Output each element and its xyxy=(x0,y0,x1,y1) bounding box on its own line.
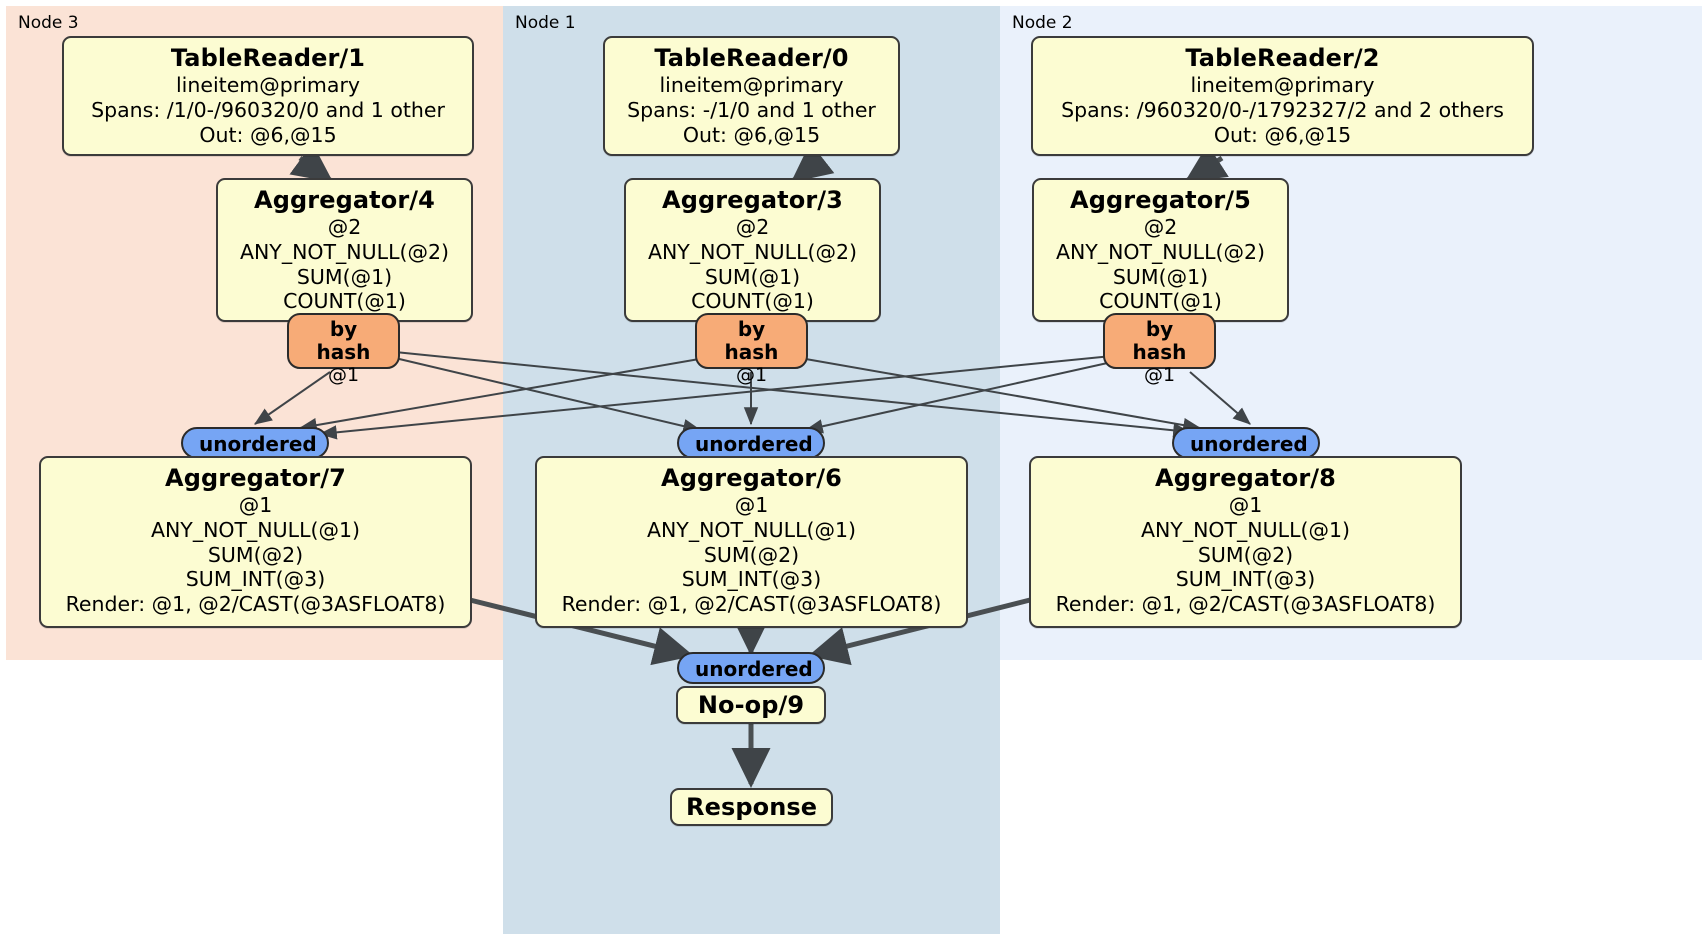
ordering-badge-aggregator-6[interactable]: unordered xyxy=(677,427,825,459)
processor-detail-line: Spans: -/1/0 and 1 other xyxy=(627,97,876,122)
hash-router-label: by hash xyxy=(724,317,779,365)
processor-detail-line: SUM(@2) xyxy=(703,542,800,567)
processor-detail-line: Spans: /1/0-/960320/0 and 1 other xyxy=(91,97,445,122)
processor-tablereader-2[interactable]: TableReader/2 lineitem@primary Spans: /9… xyxy=(1031,36,1534,156)
processor-title: No-op/9 xyxy=(697,691,805,719)
processor-detail-line: Render: @1, @2/CAST(@3ASFLOAT8) xyxy=(561,592,942,617)
hash-router-column: @1 xyxy=(327,364,360,387)
processor-noop-9[interactable]: No-op/9 xyxy=(676,686,826,724)
processor-detail-line: Spans: /960320/0-/1792327/2 and 2 others xyxy=(1061,97,1504,122)
processor-aggregator-3[interactable]: Aggregator/3 @2 ANY_NOT_NULL(@2) SUM(@1)… xyxy=(624,178,881,322)
processor-detail-line: Render: @1, @2/CAST(@3ASFLOAT8) xyxy=(1055,592,1436,617)
processor-title: TableReader/1 xyxy=(170,44,366,72)
hash-router-column: @1 xyxy=(735,364,768,387)
processor-detail-line: ANY_NOT_NULL(@2) xyxy=(647,239,858,264)
ordering-badge-aggregator-7[interactable]: unordered xyxy=(181,427,329,459)
processor-tablereader-0[interactable]: TableReader/0 lineitem@primary Spans: -/… xyxy=(603,36,900,156)
processor-detail-line: @1 xyxy=(734,493,769,518)
processor-title: Response xyxy=(686,793,818,821)
node-panel-label-node2: Node 2 xyxy=(1012,13,1073,33)
processor-detail-line: ANY_NOT_NULL(@1) xyxy=(1140,517,1351,542)
processor-detail-line: SUM(@1) xyxy=(296,264,393,289)
processor-detail-line: SUM_INT(@3) xyxy=(1175,567,1316,592)
processor-detail-line: SUM(@1) xyxy=(1112,264,1209,289)
processor-detail-line: ANY_NOT_NULL(@2) xyxy=(239,239,450,264)
hash-router-badge-aggregator-3[interactable]: by hash @1 xyxy=(695,313,808,386)
processor-detail-line: @1 xyxy=(1228,493,1263,518)
processor-detail-line: SUM(@2) xyxy=(207,542,304,567)
hash-router-label: by hash xyxy=(1132,317,1187,365)
processor-title: Aggregator/8 xyxy=(1155,464,1336,492)
processor-aggregator-7[interactable]: Aggregator/7 @1 ANY_NOT_NULL(@1) SUM(@2)… xyxy=(39,456,472,628)
processor-detail-line: ANY_NOT_NULL(@1) xyxy=(150,517,361,542)
hash-router-label: by hash xyxy=(316,317,371,365)
processor-detail-line: SUM(@1) xyxy=(704,264,801,289)
processor-detail-line: Out: @6,@15 xyxy=(199,122,337,147)
processor-aggregator-4[interactable]: Aggregator/4 @2 ANY_NOT_NULL(@2) SUM(@1)… xyxy=(216,178,473,322)
processor-title: Aggregator/7 xyxy=(165,464,346,492)
processor-detail-line: SUM_INT(@3) xyxy=(681,567,822,592)
processor-detail-line: @2 xyxy=(327,215,362,240)
processor-detail-line: SUM(@2) xyxy=(1197,542,1294,567)
processor-title: TableReader/2 xyxy=(1185,44,1380,72)
ordering-badge-aggregator-8[interactable]: unordered xyxy=(1172,427,1320,459)
processor-detail-line: COUNT(@1) xyxy=(1099,289,1222,314)
processor-detail-line: @2 xyxy=(1143,215,1178,240)
processor-title: Aggregator/3 xyxy=(662,186,843,214)
processor-title: Aggregator/6 xyxy=(661,464,842,492)
hash-router-badge-aggregator-4[interactable]: by hash @1 xyxy=(287,313,400,386)
node-panel-label-node3: Node 3 xyxy=(18,13,79,33)
processor-detail-line: COUNT(@1) xyxy=(283,289,406,314)
ordering-label: unordered xyxy=(695,432,813,456)
hash-router-badge-aggregator-5[interactable]: by hash @1 xyxy=(1103,313,1216,386)
processor-detail-line: @1 xyxy=(238,493,273,518)
processor-detail-line: lineitem@primary xyxy=(659,73,844,98)
processor-detail-line: lineitem@primary xyxy=(175,73,361,98)
processor-title: Aggregator/5 xyxy=(1070,186,1251,214)
processor-detail-line: Out: @6,@15 xyxy=(682,122,821,147)
processor-detail-line: SUM_INT(@3) xyxy=(185,567,326,592)
processor-title: Aggregator/4 xyxy=(254,186,435,214)
processor-aggregator-6[interactable]: Aggregator/6 @1 ANY_NOT_NULL(@1) SUM(@2)… xyxy=(535,456,968,628)
processor-tablereader-1[interactable]: TableReader/1 lineitem@primary Spans: /1… xyxy=(62,36,474,156)
processor-detail-line: lineitem@primary xyxy=(1190,73,1375,98)
ordering-label: unordered xyxy=(695,657,813,681)
processor-response[interactable]: Response xyxy=(670,788,833,826)
processor-detail-line: Out: @6,@15 xyxy=(1213,122,1352,147)
processor-detail-line: Render: @1, @2/CAST(@3ASFLOAT8) xyxy=(65,592,446,617)
node-panel-label-node1: Node 1 xyxy=(515,13,576,33)
processor-detail-line: ANY_NOT_NULL(@1) xyxy=(646,517,857,542)
processor-detail-line: @2 xyxy=(735,215,770,240)
processor-aggregator-5[interactable]: Aggregator/5 @2 ANY_NOT_NULL(@2) SUM(@1)… xyxy=(1032,178,1289,322)
hash-router-column: @1 xyxy=(1143,364,1176,387)
processor-detail-line: COUNT(@1) xyxy=(691,289,814,314)
processor-aggregator-8[interactable]: Aggregator/8 @1 ANY_NOT_NULL(@1) SUM(@2)… xyxy=(1029,456,1462,628)
processor-title: TableReader/0 xyxy=(654,44,849,72)
ordering-label: unordered xyxy=(1190,432,1308,456)
processor-detail-line: ANY_NOT_NULL(@2) xyxy=(1055,239,1266,264)
ordering-badge-final[interactable]: unordered xyxy=(677,652,825,684)
ordering-label: unordered xyxy=(199,432,317,456)
